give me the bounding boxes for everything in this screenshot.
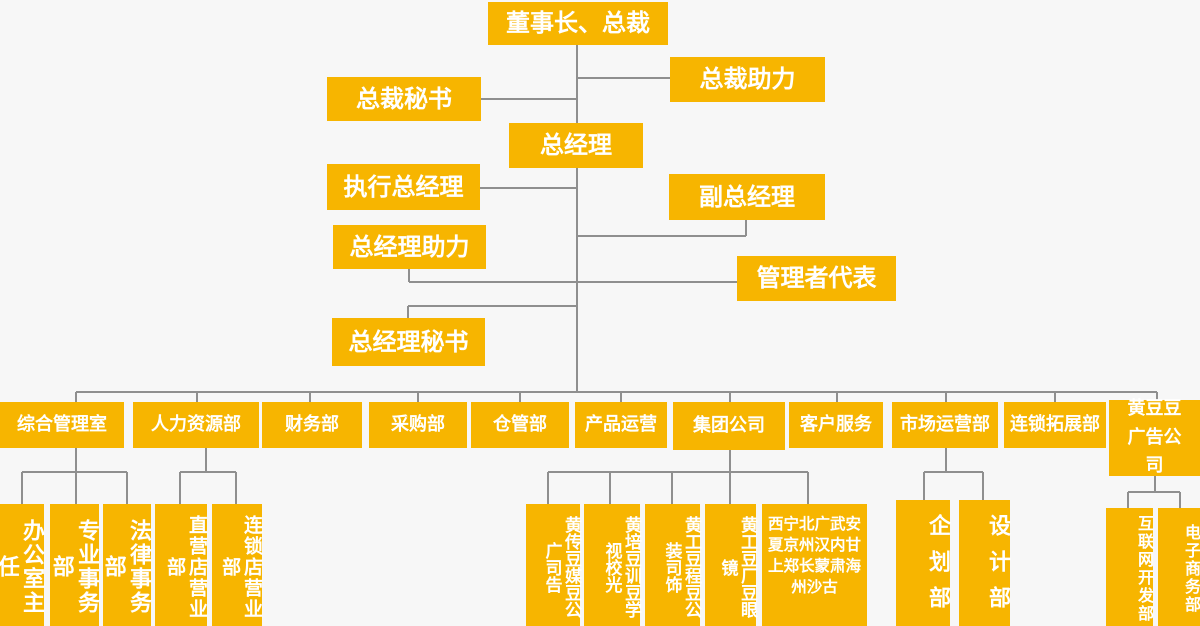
dept-group-company: 集团公司 (673, 402, 785, 450)
dept-finance: 财务部 (262, 402, 362, 448)
dept-warehouse: 仓管部 (471, 402, 569, 448)
sub-legal-affairs: 法律事务部 (101, 504, 151, 626)
sub-direct-store: 直营店营业部 (155, 504, 208, 626)
sub-training-school: 黄培豆训豆学视校光 (584, 504, 641, 626)
box-gm-assistant: 总经理助力 (333, 225, 486, 269)
box-president-assistant: 总裁助力 (670, 57, 825, 102)
dept-general-management: 综合管理室 (0, 402, 124, 448)
sub-decoration: 黄工豆程豆公装司饰 (645, 504, 701, 626)
sub-chain-store: 连锁店营业部 (212, 504, 263, 626)
box-gm-secretary: 总经理秘书 (332, 318, 485, 366)
sub-professional-affairs: 专业事务部 (49, 504, 99, 626)
sub-eyewear-factory: 黄工豆厂豆眼镜 (705, 504, 757, 626)
sub-ecommerce: 电子商务部 (1158, 508, 1200, 626)
box-president-secretary: 总裁秘书 (327, 77, 481, 121)
sub-design: 设计部 (959, 500, 1010, 626)
sub-internet-dev: 互联网开发部 (1106, 508, 1154, 626)
sub-planning: 企划部 (896, 500, 950, 626)
box-management-rep: 管理者代表 (737, 256, 896, 301)
dept-ad-company: 黄豆豆广告公司 (1109, 398, 1200, 476)
sub-office-director: 办公室主任 (0, 504, 44, 626)
box-general-manager: 总经理 (509, 123, 643, 168)
dept-product-operations: 产品运营 (575, 402, 667, 448)
dept-customer-service: 客户服务 (789, 402, 883, 448)
dept-purchasing: 采购部 (369, 402, 467, 448)
box-chairman: 董事长、总裁 (488, 2, 668, 45)
box-executive-gm: 执行总经理 (327, 164, 480, 210)
dept-human-resources: 人力资源部 (133, 402, 259, 448)
dept-chain-expansion: 连锁拓展部 (1004, 402, 1106, 448)
sub-city-branches: 西宁北广武安夏京州汉内甘上郑长蒙肃海州沙古 (762, 504, 867, 626)
sub-media-ad: 黄传豆媒豆公广司告 (526, 504, 581, 626)
dept-market-operations: 市场运营部 (892, 402, 998, 448)
box-deputy-gm: 副总经理 (669, 174, 825, 220)
